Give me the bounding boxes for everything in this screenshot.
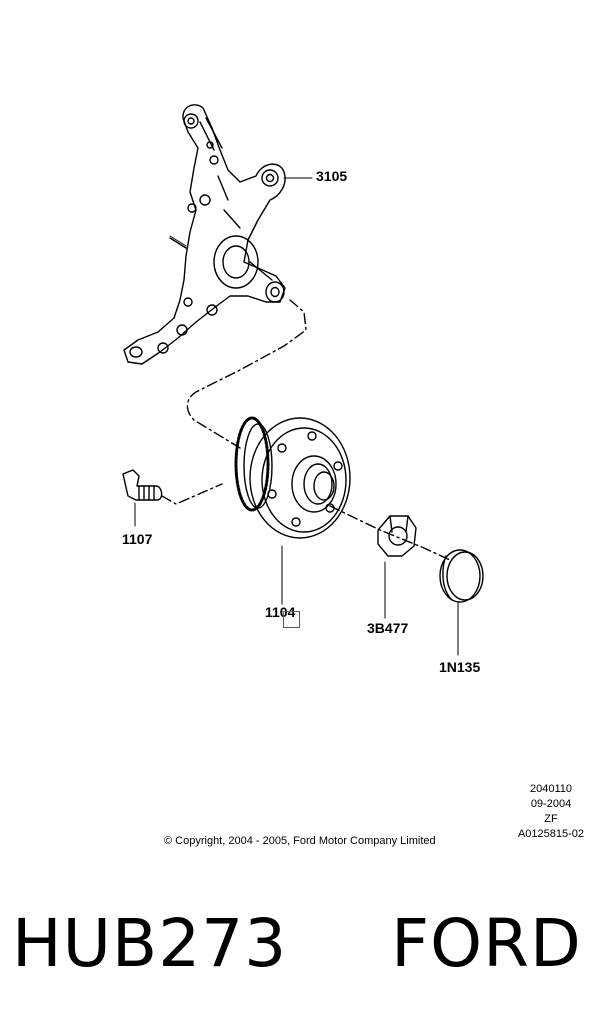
part-number: HUB273 xyxy=(12,905,288,982)
dust-cap xyxy=(439,549,484,603)
callout-nut: 3B477 xyxy=(367,620,409,636)
exploded-parts-diagram xyxy=(122,104,484,656)
drawing-meta-4: A0125815-02 xyxy=(517,828,585,840)
callout-hub: 1104 xyxy=(265,604,296,620)
drawing-meta-1: 2040110 xyxy=(529,783,572,795)
leader-lines xyxy=(134,177,459,656)
highlight-marker xyxy=(283,611,300,628)
callout-knuckle: 3105 xyxy=(316,168,348,184)
brand-name: FORD xyxy=(391,905,582,982)
callout-bolt: 1107 xyxy=(122,531,153,547)
wheel-hub xyxy=(234,416,351,539)
callout-cap: 1N135 xyxy=(439,659,481,675)
hub-nut xyxy=(377,515,417,557)
axis-indicator xyxy=(169,235,187,247)
copyright-notice: © Copyright, 2004 - 2005, Ford Motor Com… xyxy=(164,835,436,847)
drawing-meta-2: 09-2004 xyxy=(530,798,572,810)
assembly-centerline xyxy=(161,299,451,561)
product-caption: HUB273 FORD xyxy=(12,905,582,982)
wheel-bolt xyxy=(122,469,163,501)
steering-knuckle xyxy=(123,104,286,365)
drawing-meta-3: ZF xyxy=(544,813,558,825)
